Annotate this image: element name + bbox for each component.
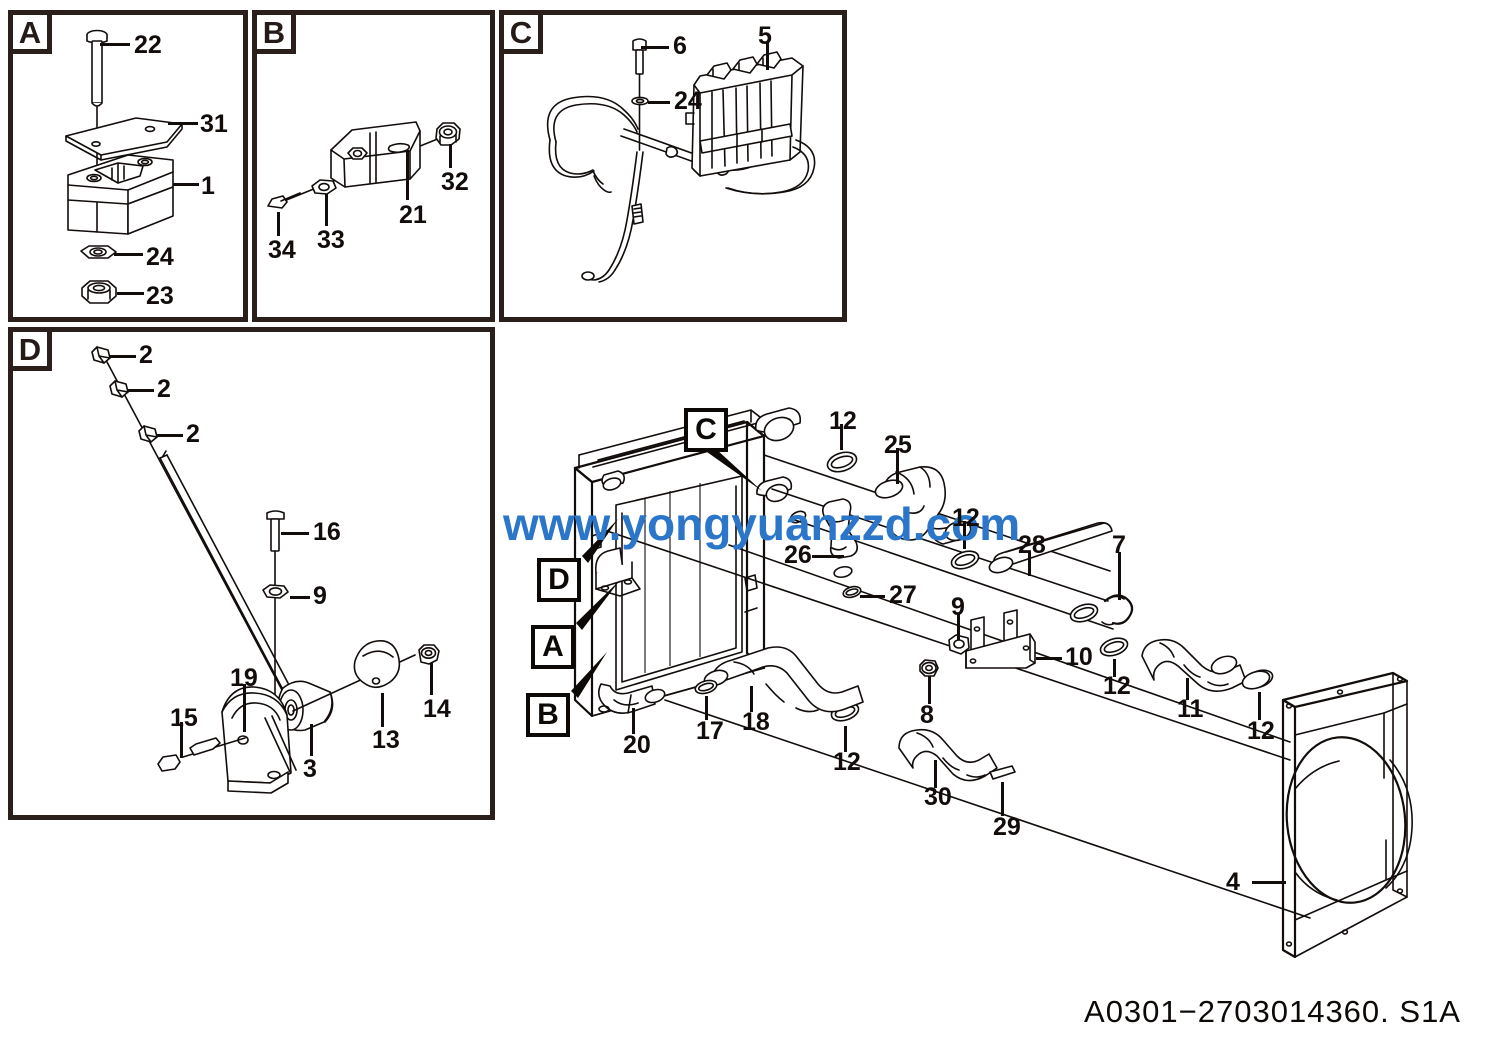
leader-line bbox=[1252, 881, 1286, 884]
part-label-3: 3 bbox=[303, 755, 317, 783]
part-label-33: 33 bbox=[317, 226, 345, 254]
part-label-12-2: 12 bbox=[952, 504, 980, 532]
detail-panel-a: A bbox=[8, 10, 248, 322]
leader-line bbox=[290, 596, 310, 599]
leader-line bbox=[277, 212, 280, 236]
part-label-20: 20 bbox=[623, 731, 651, 759]
part-label-9-m: 9 bbox=[951, 593, 965, 621]
part-label-12-5: 12 bbox=[833, 748, 861, 776]
leader-line bbox=[1258, 692, 1261, 720]
leader-line bbox=[281, 532, 309, 535]
part-label-17: 17 bbox=[696, 717, 724, 745]
detail-panel-c: C bbox=[499, 10, 847, 322]
leader-line bbox=[381, 693, 384, 727]
part-label-34: 34 bbox=[268, 236, 296, 264]
leader-line bbox=[180, 722, 183, 758]
part-label-31: 31 bbox=[200, 110, 228, 138]
part-label-26: 26 bbox=[784, 541, 812, 569]
part-label-18: 18 bbox=[742, 708, 770, 736]
part-label-7: 7 bbox=[1112, 531, 1126, 559]
part-label-9-d: 9 bbox=[313, 582, 327, 610]
panel-tag-b: B bbox=[252, 10, 296, 54]
leader-line bbox=[117, 292, 144, 295]
callout-box-d[interactable]: D bbox=[537, 558, 581, 602]
detail-panel-d: D bbox=[8, 327, 495, 820]
part-label-4: 4 bbox=[1226, 868, 1240, 896]
part-label-1: 1 bbox=[201, 172, 215, 200]
leader-line bbox=[157, 434, 183, 437]
part-label-30: 30 bbox=[924, 783, 952, 811]
leader-line bbox=[100, 43, 130, 46]
part-label-13: 13 bbox=[372, 726, 400, 754]
leader-line bbox=[840, 424, 843, 450]
part-label-8: 8 bbox=[920, 701, 934, 729]
leader-line bbox=[641, 46, 669, 49]
part-label-6: 6 bbox=[673, 32, 687, 60]
leader-line bbox=[648, 101, 670, 104]
detail-panel-b: B bbox=[252, 10, 495, 322]
leader-line bbox=[110, 355, 136, 358]
part-label-2-b: 2 bbox=[157, 375, 171, 403]
leader-line bbox=[114, 253, 143, 256]
leader-line bbox=[1001, 782, 1004, 816]
panel-tag-c: C bbox=[499, 10, 543, 54]
part-label-12-3: 12 bbox=[1103, 672, 1131, 700]
part-label-15: 15 bbox=[170, 704, 198, 732]
leader-line bbox=[430, 663, 433, 695]
part-label-12-4: 12 bbox=[1247, 717, 1275, 745]
part-label-11: 11 bbox=[1177, 695, 1204, 723]
leader-line bbox=[812, 555, 844, 558]
leader-line bbox=[406, 150, 409, 200]
leader-line bbox=[168, 122, 198, 125]
site-watermark: www.yongyuanzzd.com bbox=[503, 498, 1021, 550]
leader-line bbox=[1036, 657, 1062, 660]
part-label-29: 29 bbox=[993, 813, 1021, 841]
part-label-2-c: 2 bbox=[186, 420, 200, 448]
part-label-32: 32 bbox=[441, 168, 469, 196]
leader-line bbox=[173, 183, 199, 186]
part-label-10: 10 bbox=[1065, 643, 1093, 671]
leader-line bbox=[325, 194, 328, 226]
leader-line bbox=[928, 676, 931, 704]
part-label-27: 27 bbox=[889, 581, 917, 609]
part-label-14: 14 bbox=[423, 695, 451, 723]
leader-line bbox=[310, 724, 313, 756]
part-label-24-a: 24 bbox=[146, 243, 174, 271]
part-label-28: 28 bbox=[1018, 531, 1046, 559]
leader-line bbox=[449, 144, 452, 168]
part-label-2-a: 2 bbox=[139, 341, 153, 369]
part-label-24-c: 24 bbox=[674, 87, 702, 115]
callout-box-b[interactable]: B bbox=[526, 693, 570, 737]
leader-line bbox=[128, 389, 154, 392]
part-label-22: 22 bbox=[134, 31, 162, 59]
callout-box-a[interactable]: A bbox=[531, 625, 575, 669]
drawing-number-caption: A0301−2703014360. S1A bbox=[1084, 994, 1461, 1029]
part-label-12-1: 12 bbox=[829, 407, 857, 435]
part-label-19: 19 bbox=[230, 664, 258, 692]
part-label-23: 23 bbox=[146, 282, 174, 310]
part-label-5: 5 bbox=[758, 22, 772, 50]
leader-line bbox=[860, 595, 885, 598]
panel-tag-d: D bbox=[8, 327, 52, 371]
panel-tag-a: A bbox=[8, 10, 52, 54]
part-label-25: 25 bbox=[884, 431, 912, 459]
leader-line bbox=[1118, 552, 1121, 600]
callout-box-c[interactable]: C bbox=[684, 408, 728, 452]
part-label-16: 16 bbox=[313, 518, 341, 546]
part-label-21: 21 bbox=[399, 201, 427, 229]
